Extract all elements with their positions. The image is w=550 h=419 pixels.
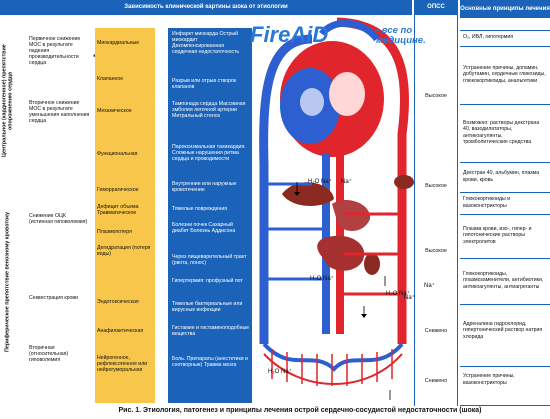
opss-value: Снижено bbox=[424, 328, 448, 334]
causes-column bbox=[168, 28, 252, 403]
opss-value: Высокое bbox=[425, 93, 447, 99]
cause-infections: Тяжелые бактериальные или вирусные инфек… bbox=[172, 301, 243, 313]
arrowhead bbox=[294, 192, 300, 196]
arrowhead bbox=[361, 314, 367, 318]
cause-myocardial: Инфаркт миокарда Острый миокардит Декомп… bbox=[172, 31, 240, 55]
category-dehydration: Дегидратация (потеря воды) bbox=[97, 245, 151, 257]
intestines bbox=[317, 235, 365, 271]
label-na-3: Na⁺ bbox=[341, 179, 352, 185]
circulation-diagram bbox=[259, 17, 414, 400]
category-functional: Функциональная bbox=[97, 151, 138, 158]
category-anaphylactic: Анафилактическая bbox=[97, 328, 144, 335]
treatment-row: О₂, ИВЛ, гипотермия bbox=[460, 30, 550, 44]
treatment-row: Устранение причины, допамин, добутамин, … bbox=[460, 46, 550, 102]
heart-chamber bbox=[329, 72, 365, 116]
cause-mechanical: Тампонада сердца Массивная эмболия легоч… bbox=[172, 101, 246, 119]
treatment-row: Глюкокортикоиды, плазмозаменители, антиб… bbox=[460, 258, 550, 302]
capillary-net bbox=[262, 342, 404, 372]
header-principles: Основные принципы лечения bbox=[460, 0, 550, 18]
opss-column bbox=[414, 14, 458, 406]
treatment-row: Декстран 40, альбумин, плазма крови, кро… bbox=[460, 162, 550, 190]
figure-caption: Рис. 1. Этиология, патогенез и принципы … bbox=[118, 407, 482, 414]
category-neurogenic: Нейрогенное, рефлексогенное или нейрогум… bbox=[97, 355, 148, 373]
watermark-brand: FireAiD bbox=[250, 22, 329, 47]
treatment-row: Устранение причины, вазоконстрикторы bbox=[460, 366, 550, 392]
opss-value: Высокое bbox=[425, 183, 447, 189]
label-na-1: Na⁺ bbox=[424, 283, 435, 289]
header-title: Зависимость клинической картины шока от … bbox=[0, 0, 412, 15]
category-valvular: Клапанное bbox=[97, 76, 124, 83]
kidney-right bbox=[394, 175, 414, 189]
kidney-left bbox=[364, 253, 380, 275]
treatment-row: Адреналина гидрохлорид, гипертонический … bbox=[460, 304, 550, 356]
category-endotoxic: Эндотоксическая bbox=[97, 299, 139, 306]
cause-bleeding: Внутренние или наружные кровотечение bbox=[172, 181, 237, 193]
treatment-row: Возможно: растворы декстрана 40, вазодил… bbox=[460, 104, 550, 160]
heart-chamber bbox=[300, 88, 324, 116]
primary-mos-decrease: Первичное снижение МОС в результате паде… bbox=[29, 36, 81, 66]
treatment-row: Плазма крови, изо-, гипер- и гипотоничес… bbox=[460, 214, 550, 256]
category-mechanical: Механическое bbox=[97, 108, 132, 115]
category-myocardial: Миокардиальные bbox=[97, 40, 140, 47]
cause-valvular: Разрыв или отрыв створок клапанов bbox=[172, 78, 237, 90]
cause-gi-tract: Через пищеварительный тракт (рвота, поно… bbox=[172, 254, 247, 266]
cause-functional: Пароксизмальная тахикардия. Сложные нару… bbox=[172, 144, 246, 162]
label-h2o-na-4: H₂O Na⁺ bbox=[268, 369, 292, 375]
label-h2o-na-3: H₂O Na⁺ bbox=[386, 291, 410, 297]
label-h2o-na-1: H₂O Na⁺ bbox=[308, 179, 332, 185]
group-peripheral-label: Периферическое препятствие венозному кро… bbox=[4, 212, 11, 353]
group-central-label: Центральное (кардиогенное) препятствие о… bbox=[1, 44, 14, 158]
arrow bbox=[296, 182, 391, 400]
cause-hyperthermia: Гипертермия: профузный пот bbox=[172, 278, 243, 284]
opss-value: Снижено bbox=[424, 378, 448, 384]
treatment-row: Глюкокортикоиды и вазоконстрикторы bbox=[460, 192, 550, 212]
category-column bbox=[95, 28, 155, 403]
primary-relative-hypovolemia: Вторичная (относительная) гиповолемия bbox=[29, 345, 69, 363]
watermark-tag: - все по медицине. bbox=[376, 25, 426, 47]
treatment-column bbox=[460, 18, 550, 406]
capillary-net bbox=[263, 353, 403, 385]
header-opss: ОПСС bbox=[414, 0, 458, 15]
opss-value: Высокое bbox=[425, 248, 447, 254]
pulmonary-artery bbox=[319, 19, 380, 42]
category-traumatic: Дефицит объема Травматическое bbox=[97, 204, 139, 216]
cause-kidney-diabetes: Болезни почек Сахарный диабет Болезнь Ад… bbox=[172, 222, 236, 234]
category-hemorrhagic: Геморрагическое bbox=[97, 187, 139, 194]
label-h2o-na-2: H₂O Na⁺ bbox=[310, 276, 334, 282]
primary-sequestration: Секвестрация крови bbox=[29, 295, 79, 301]
primary-secondary-mos: Вторичное снижение МОС в результате умен… bbox=[29, 100, 90, 124]
venous-loop bbox=[259, 34, 313, 344]
cause-trauma: Тяжелые повреждения bbox=[172, 206, 228, 212]
cause-histamine: Гистамин и гистаминоподобные вещества bbox=[172, 325, 250, 337]
label-na-2: Na⁺ bbox=[404, 295, 415, 301]
primary-ock-decrease: Снижение ОЦК (истинная гиповолемия) bbox=[29, 213, 88, 225]
cause-pain-drugs: Боль. Препараты (анестетики и снотворные… bbox=[172, 356, 248, 368]
liver bbox=[282, 182, 334, 206]
category-plasma-loss: Плазмопотеря bbox=[97, 229, 132, 236]
